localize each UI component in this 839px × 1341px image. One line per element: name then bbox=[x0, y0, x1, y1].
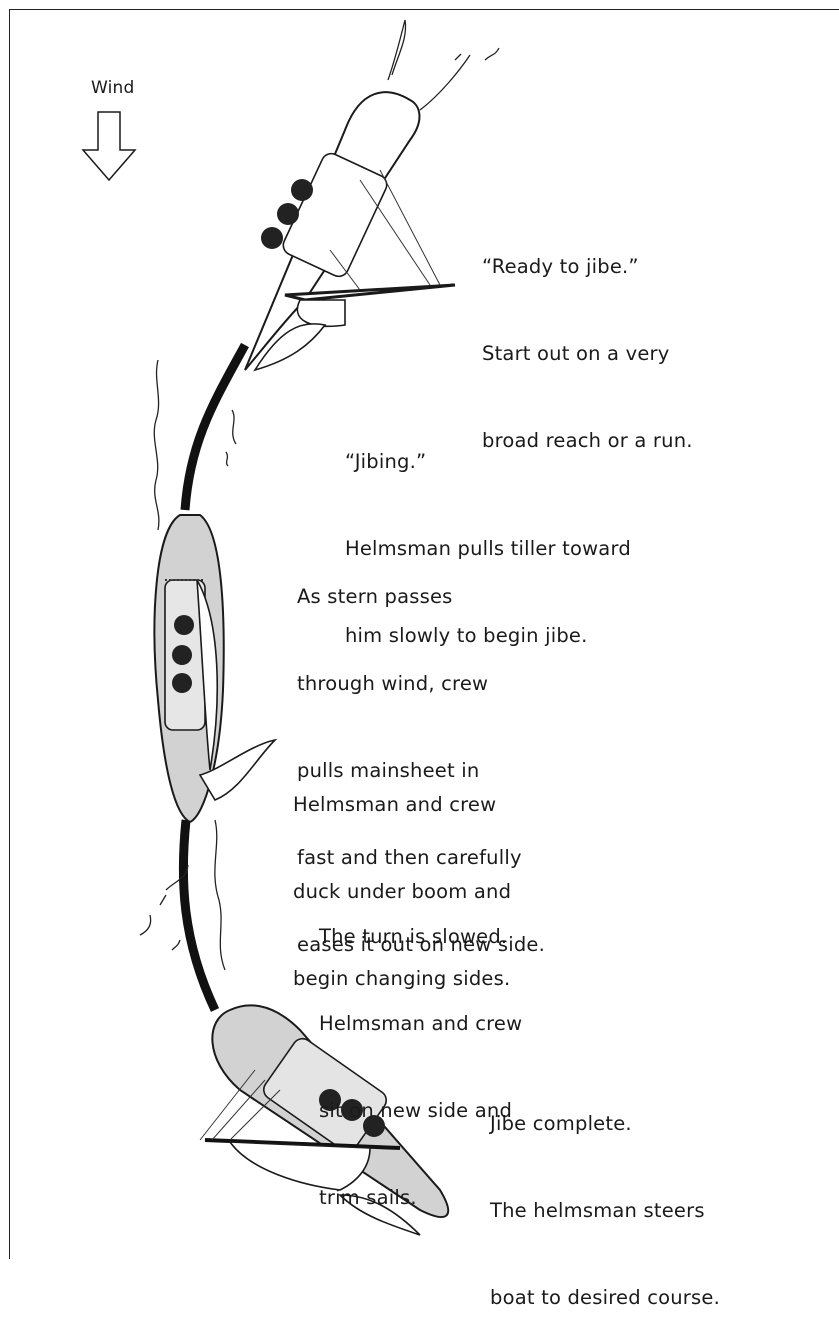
caption-line: As stern passes bbox=[297, 582, 545, 611]
wind-label: Wind bbox=[91, 74, 135, 103]
caption-line: boat to desired course. bbox=[490, 1283, 720, 1312]
caption-line: “Jibing.” bbox=[345, 447, 631, 476]
caption-line: Helmsman and crew bbox=[319, 1009, 522, 1038]
caption-line: Jibe complete. bbox=[490, 1109, 720, 1138]
caption-line: Start out on a very bbox=[482, 339, 693, 368]
caption-jibe-complete: Jibe complete. The helmsman steers boat … bbox=[490, 1051, 720, 1341]
wind-arrow-icon bbox=[83, 112, 135, 180]
caption-line: Helmsman and crew bbox=[293, 790, 511, 819]
caption-line: The helmsman steers bbox=[490, 1196, 720, 1225]
boat-ready-to-jibe bbox=[245, 92, 455, 370]
caption-line: The turn is slowed. bbox=[319, 922, 522, 951]
caption-line: “Ready to jibe.” bbox=[482, 252, 693, 281]
boat-jibing bbox=[154, 515, 275, 822]
caption-line: through wind, crew bbox=[297, 669, 545, 698]
